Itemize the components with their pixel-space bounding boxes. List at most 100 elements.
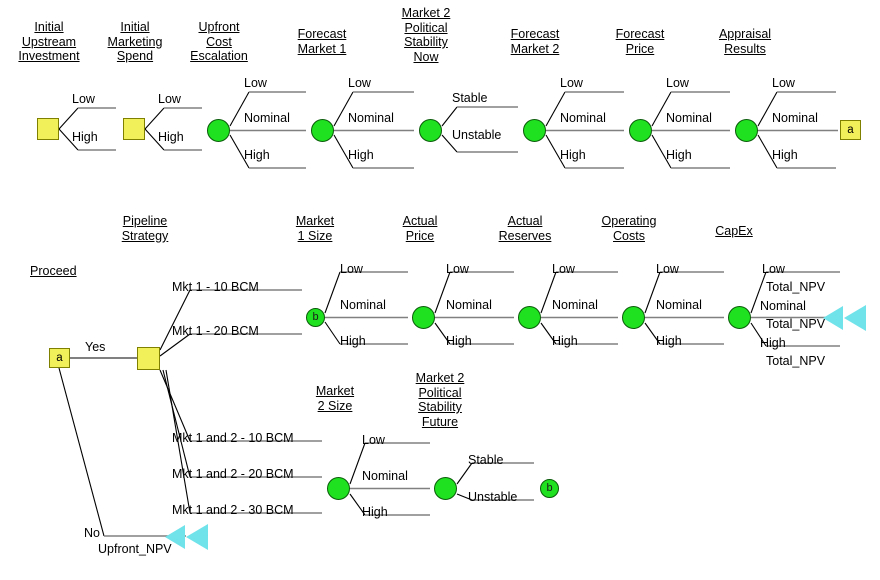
node-actual-price-chance[interactable] [412, 306, 435, 329]
node-market-2-political-stability-future-chance[interactable] [434, 477, 457, 500]
node-initial-marketing-spend-decision[interactable] [123, 118, 145, 140]
node-market-2-political-stability-now-chance[interactable] [419, 119, 442, 142]
branch-label-pipeline: Mkt 1 and 2 - 10 BCM [172, 431, 294, 445]
branch-label: Low [666, 76, 689, 90]
branch-label: Nominal [446, 298, 492, 312]
header-line: Market [295, 214, 335, 228]
node-capex-chance[interactable] [728, 306, 751, 329]
header-line: Stability [404, 35, 448, 49]
branch-label: High [560, 148, 586, 162]
branch-label: High [158, 130, 184, 144]
node-initial-upstream-investment-decision[interactable] [37, 118, 59, 140]
header-line: Now [413, 49, 439, 64]
node-pipeline-strategy-decision[interactable] [137, 347, 160, 370]
node-market-2-size-chance[interactable] [327, 477, 350, 500]
header-line: Initial [34, 20, 64, 34]
terminal-triangle-total-npv [823, 305, 866, 331]
node-forecast-price-chance[interactable] [629, 119, 652, 142]
header-line: Forecast [297, 27, 347, 41]
header-line: Actual [402, 214, 438, 228]
branch-label: Nominal [666, 111, 712, 125]
header-line: Escalation [190, 49, 248, 63]
header-line: Strategy [121, 228, 169, 243]
branch-label-pipeline: Mkt 1 and 2 - 20 BCM [172, 467, 294, 481]
branch-label: High [772, 148, 798, 162]
proceed-label: Proceed [30, 264, 77, 278]
header-appraisal-results: Appraisal Results [705, 27, 785, 56]
node-forecast-market-2-chance[interactable] [523, 119, 546, 142]
header-line: Marketing [107, 34, 163, 49]
branch-label: Nominal [656, 298, 702, 312]
node-market-1-size-chance[interactable]: b [306, 308, 325, 327]
branch-label: Low [772, 76, 795, 90]
header-line: Costs [613, 228, 645, 243]
header-line: Forecast [615, 27, 665, 41]
branch-label: Low [446, 262, 469, 276]
header-line: Future [421, 414, 459, 429]
branch-label: Low [762, 262, 785, 276]
branch-label: High [446, 334, 472, 348]
branch-label: Nominal [348, 111, 394, 125]
branch-label: High [244, 148, 270, 162]
branch-label: Low [552, 262, 575, 276]
header-line: Price [405, 228, 435, 243]
branch-label: Unstable [468, 490, 518, 504]
branch-label: High [552, 334, 578, 348]
branch-label: Low [244, 76, 267, 90]
branch-label: Low [158, 92, 181, 106]
header-line: Cost [206, 34, 232, 49]
node-reference-a-root[interactable]: a [49, 348, 70, 368]
header-capex: CapEx [706, 224, 762, 239]
header-line: Pipeline [122, 214, 168, 228]
payoff-label-total-npv: Total_NPV [766, 317, 826, 331]
branch-label: High [340, 334, 366, 348]
header-pipeline-strategy: Pipeline Strategy [108, 214, 182, 243]
branch-label: Nominal [772, 111, 818, 125]
header-line: Political [418, 385, 462, 400]
branch-label: Low [560, 76, 583, 90]
header-forecast-market-1: Forecast Market 1 [282, 27, 362, 56]
node-operating-costs-chance[interactable] [622, 306, 645, 329]
node-actual-reserves-chance[interactable] [518, 306, 541, 329]
node-forecast-market-1-chance[interactable] [311, 119, 334, 142]
header-line: Spend [116, 49, 154, 63]
header-line: 1 Size [297, 228, 333, 243]
header-line: Reserves [498, 228, 552, 243]
branch-label-pipeline: Mkt 1 and 2 - 30 BCM [172, 503, 294, 517]
header-line: Forecast [510, 27, 560, 41]
header-line: Price [625, 41, 655, 56]
header-line: Stability [418, 400, 462, 414]
header-upfront-cost-escalation: Upfront Cost Escalation [172, 20, 266, 64]
branch-label: Low [362, 433, 385, 447]
branch-label: Nominal [560, 111, 606, 125]
terminal-triangle-upfront-npv [165, 524, 208, 550]
branch-label: Low [340, 262, 363, 276]
header-forecast-market-2: Forecast Market 2 [494, 27, 576, 56]
branch-label: High [348, 148, 374, 162]
header-initial-marketing-spend: Initial Marketing Spend [95, 20, 175, 64]
branch-label: Nominal [244, 111, 290, 125]
branch-label: High [362, 505, 388, 519]
branch-label: High [666, 148, 692, 162]
branch-label: Stable [468, 453, 504, 467]
branch-label-yes: Yes [85, 340, 106, 354]
header-line: Initial [120, 20, 150, 34]
branch-label: Low [348, 76, 371, 90]
branch-label-pipeline: Mkt 1 - 10 BCM [172, 280, 259, 294]
header-line: Market 1 [297, 41, 347, 56]
header-line: Appraisal [718, 27, 772, 41]
header-line: Market 2 [415, 371, 465, 385]
header-line: Upstream [21, 34, 77, 49]
node-upfront-cost-escalation-chance[interactable] [207, 119, 230, 142]
branch-label: Stable [452, 91, 488, 105]
header-forecast-price: Forecast Price [600, 27, 680, 56]
label-upfront-npv: Upfront_NPV [98, 542, 172, 556]
header-line: Operating [601, 214, 657, 228]
header-line: Market 2 [401, 6, 451, 20]
node-reference-b-terminal[interactable]: b [540, 479, 559, 498]
branch-label: Nominal [340, 298, 386, 312]
node-reference-a-top[interactable]: a [840, 120, 861, 140]
node-appraisal-results-chance[interactable] [735, 119, 758, 142]
header-line: CapEx [715, 224, 753, 238]
